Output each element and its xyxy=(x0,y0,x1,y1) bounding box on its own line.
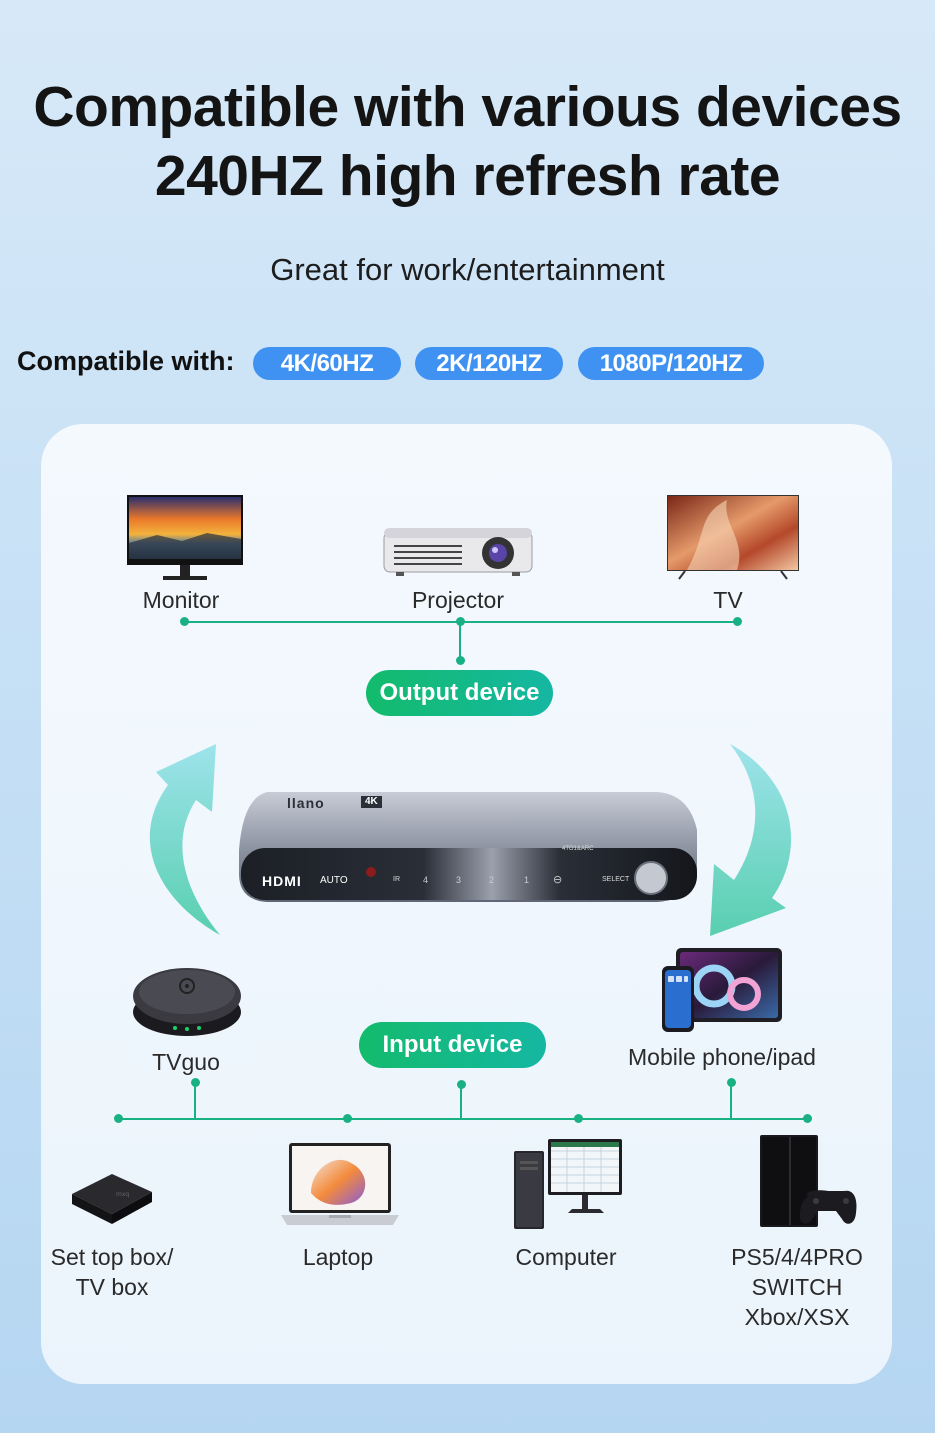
switch-model-label: 4TO1&ARC xyxy=(562,846,594,852)
device-label-set-top-box: Set top box/ TV box xyxy=(26,1242,198,1302)
switch-ir-label: IR xyxy=(393,876,400,883)
tv-image xyxy=(667,495,799,581)
input-stem-tvguo xyxy=(194,1082,196,1119)
mode-pill-1080p: 1080P/120HZ xyxy=(578,347,764,380)
output-device-badge: Output device xyxy=(366,670,553,716)
switch-brand: llano xyxy=(287,795,325,811)
compatible-with-label: Compatible with: xyxy=(17,346,235,376)
subtitle: Great for work/entertainment xyxy=(270,252,665,287)
switch-select-label: SELECT xyxy=(602,876,630,883)
tvguo-image xyxy=(131,962,243,1038)
hdmi-switch-image xyxy=(237,790,701,906)
mode-pill-2k: 2K/120HZ xyxy=(415,347,563,380)
arrow-down-icon xyxy=(706,740,806,940)
monitor-image xyxy=(127,495,243,581)
device-label-line: Xbox/XSX xyxy=(744,1304,850,1330)
device-label-line: Set top box/ xyxy=(50,1244,174,1270)
connector-dot xyxy=(574,1114,583,1123)
headline-line-1: Compatible with various devices xyxy=(33,75,902,139)
connector-dot xyxy=(457,1080,466,1089)
connector-dot xyxy=(343,1114,352,1123)
device-label-tv: TV xyxy=(713,587,743,613)
arrow-up-icon xyxy=(128,740,228,940)
switch-hdmi-logo: HDMI xyxy=(262,873,302,889)
input-device-badge: Input device xyxy=(359,1022,546,1068)
device-label-monitor: Monitor xyxy=(142,587,220,613)
game-console-image xyxy=(758,1133,858,1229)
device-label-projector: Projector xyxy=(411,587,505,613)
connector-dot xyxy=(803,1114,812,1123)
set-top-box-image: mxq xyxy=(68,1166,156,1226)
switch-port-3: 3 xyxy=(456,875,462,885)
device-label-line: TV box xyxy=(75,1274,149,1300)
connector-dot xyxy=(180,617,189,626)
input-stem-badge xyxy=(460,1084,462,1119)
laptop-image xyxy=(281,1143,399,1227)
switch-port-4: 4 xyxy=(423,875,429,885)
switch-4k-badge: 4K xyxy=(361,796,382,808)
projector-image xyxy=(382,526,534,578)
output-connector-stem xyxy=(459,622,461,660)
headline-line-2: 240HZ high refresh rate xyxy=(154,144,781,208)
switch-auto-label: AUTO xyxy=(320,875,348,886)
device-label-line: SWITCH xyxy=(751,1274,843,1300)
connector-dot xyxy=(191,1078,200,1087)
connector-dot xyxy=(456,617,465,626)
connector-dot xyxy=(727,1078,736,1087)
input-stem-mobile xyxy=(730,1082,732,1119)
connector-dot xyxy=(456,656,465,665)
power-icon: ⊖ xyxy=(553,874,563,886)
switch-port-1: 1 xyxy=(524,875,530,885)
device-label-consoles: PS5/4/4PRO SWITCH Xbox/XSX xyxy=(712,1242,882,1332)
computer-image xyxy=(512,1137,624,1231)
input-connector-line xyxy=(118,1118,808,1120)
device-label-tvguo: TVguo xyxy=(152,1049,220,1075)
ir-sensor-icon xyxy=(366,867,376,877)
mode-pill-4k: 4K/60HZ xyxy=(253,347,401,380)
device-label-computer: Computer xyxy=(515,1244,617,1270)
device-label-mobile-ipad: Mobile phone/ipad xyxy=(628,1044,816,1070)
svg-text:mxq: mxq xyxy=(116,1191,129,1198)
device-label-laptop: Laptop xyxy=(302,1244,374,1270)
device-label-line: PS5/4/4PRO xyxy=(731,1244,863,1270)
connector-dot xyxy=(733,617,742,626)
switch-port-2: 2 xyxy=(489,875,495,885)
phone-tablet-image xyxy=(662,946,784,1034)
connector-dot xyxy=(114,1114,123,1123)
